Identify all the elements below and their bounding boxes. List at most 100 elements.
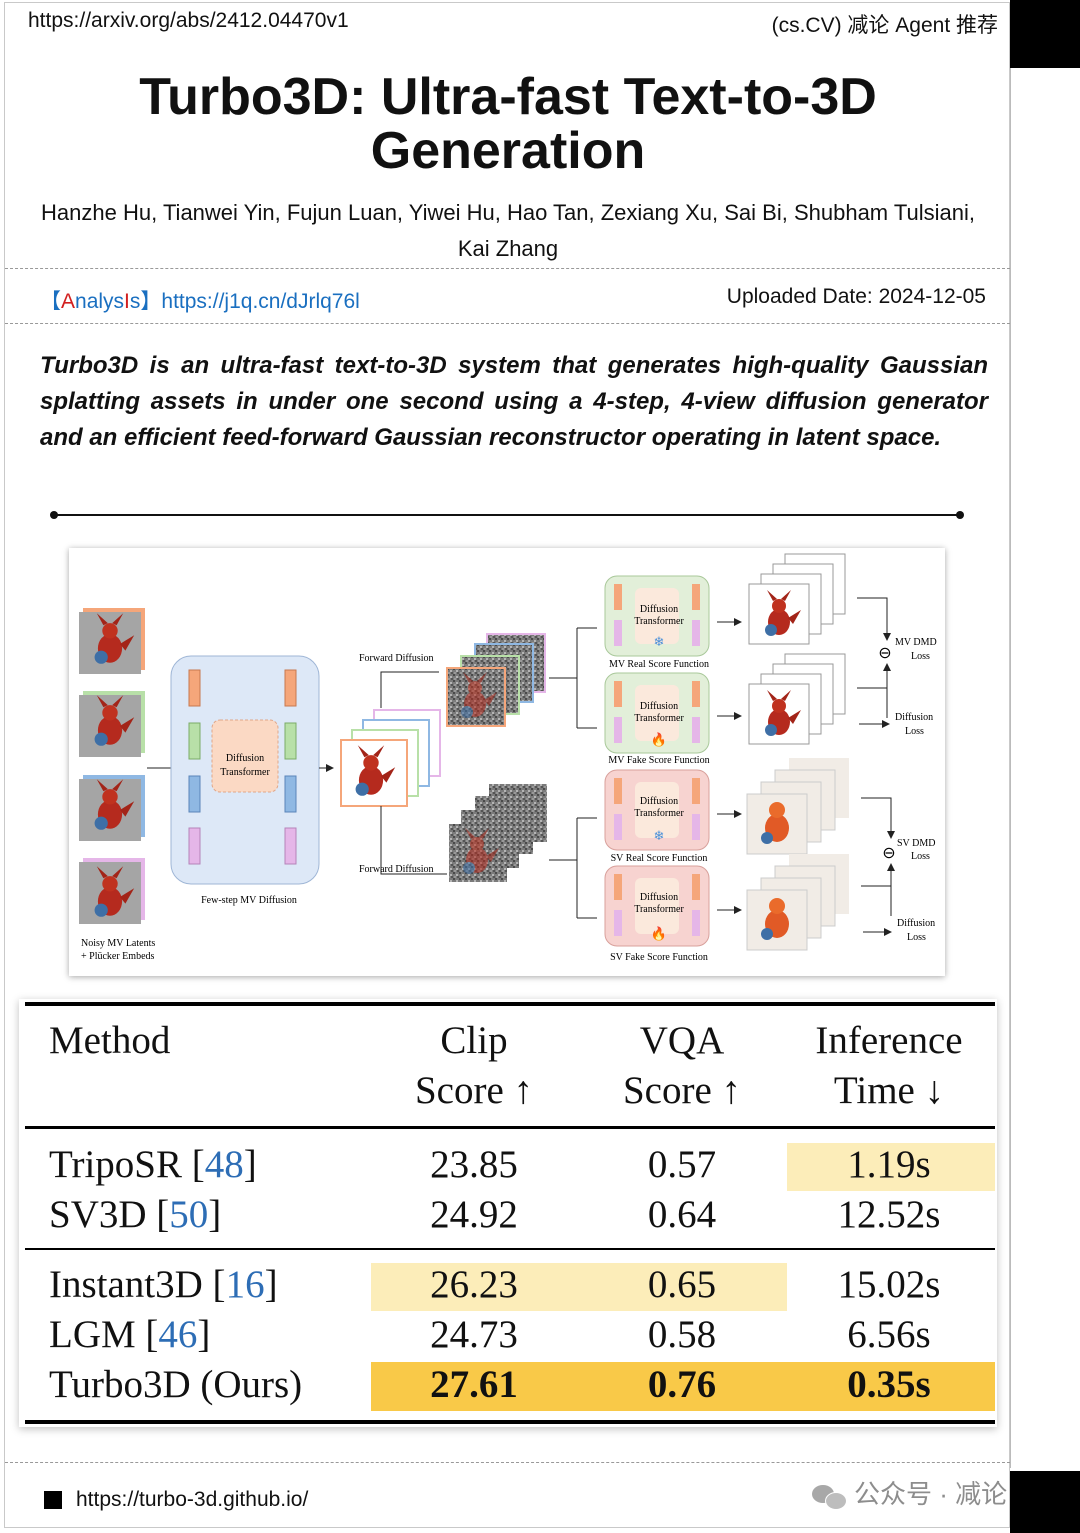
corner-block-top xyxy=(1010,0,1080,68)
sv-real-score-panel: Diffusion Transformer ❄ xyxy=(604,769,710,851)
svf-dt-1: Diffusion xyxy=(640,892,678,903)
generator-dit-box xyxy=(211,719,279,793)
sv-fake-label: SV Fake Score Function xyxy=(610,952,708,963)
architecture-diagram: Noisy MV Latents + Plücker Embeds Diffus… xyxy=(79,553,937,963)
mv-minus-icon: ⊖ xyxy=(878,645,891,662)
table-cell-vqa: 0.58 xyxy=(647,1313,717,1356)
mvf-dt-1: Diffusion xyxy=(640,701,678,712)
wechat-watermark: 公众号 · 减论 xyxy=(812,1474,1007,1511)
fire-icon: 🔥 xyxy=(651,732,667,747)
mv-diffusion-loss-2: Loss xyxy=(905,726,924,737)
sv-real-label: SV Real Score Function xyxy=(611,853,708,864)
generated-views xyxy=(340,709,441,807)
gen-dt-2: Transformer xyxy=(220,767,270,778)
sv-minus-icon: ⊖ xyxy=(882,845,895,862)
category-label: (cs.CV) 减论 Agent 推荐 xyxy=(771,14,998,37)
table-cell-clip: 24.73 xyxy=(430,1313,518,1356)
table-mid-rule xyxy=(25,1248,995,1250)
analysis-bracket-open: 【 xyxy=(40,290,61,313)
table-cell-clip: 27.61 xyxy=(430,1363,518,1406)
paper-summary: Turbo3D is an ultra-fast text-to-3D syst… xyxy=(40,352,988,451)
mv-real-score-panel: Diffusion Transformer ❄ xyxy=(604,575,710,657)
highlight-best-time-baseline xyxy=(787,1143,995,1191)
snowflake-icon: ❄ xyxy=(654,634,665,649)
citation-link[interactable]: 48 xyxy=(204,1143,244,1186)
table-row-method: TripoSR [48] xyxy=(49,1143,257,1186)
noised-views-lower xyxy=(449,784,547,882)
forward-diffusion-upper: Forward Diffusion xyxy=(359,653,434,664)
uploaded-date: Uploaded Date: 2024-12-05 xyxy=(726,285,986,308)
mv-fake-output xyxy=(748,653,846,745)
table-bottom-rule xyxy=(25,1420,995,1424)
results-table: Method Clip Score ↑ VQA Score ↑ Inferenc… xyxy=(19,999,997,1427)
side-rule xyxy=(1010,68,1011,1468)
sv-fake-output xyxy=(746,854,849,951)
sv-dmd-loss: Loss xyxy=(911,851,930,862)
mvr-dt-1: Diffusion xyxy=(640,604,678,615)
sv-dmd-label: SV DMD xyxy=(897,838,935,849)
architecture-figure: Noisy MV Latents + Plücker Embeds Diffus… xyxy=(69,548,945,976)
table-cell-vqa: 0.65 xyxy=(647,1263,717,1306)
dashed-divider xyxy=(5,323,1010,324)
header-vqa-2: Score ↑ xyxy=(622,1069,742,1112)
generator-token-stacks xyxy=(188,669,297,865)
sv-fake-score-panel: Diffusion Transformer 🔥 xyxy=(604,865,710,947)
mv-dmd-label: MV DMD xyxy=(895,637,937,648)
table-top-rule xyxy=(25,1002,995,1006)
mvr-dt-2: Transformer xyxy=(634,616,684,627)
analysis-mid: nalys xyxy=(75,290,125,313)
header-inference-1: Inference xyxy=(815,1019,963,1062)
dashed-divider xyxy=(5,268,1010,269)
table-cell-time: 0.35s xyxy=(847,1363,931,1406)
header-vqa-1: VQA xyxy=(639,1019,725,1062)
arxiv-url-link[interactable]: https://arxiv.org/abs/2412.04470v1 xyxy=(28,9,349,32)
analysis-bracket-close: s】 xyxy=(129,290,162,313)
fire-icon: 🔥 xyxy=(651,926,667,941)
sv-diffusion-loss-1: Diffusion xyxy=(897,918,935,929)
table-cell-time: 6.56s xyxy=(847,1313,931,1356)
section-divider xyxy=(50,511,964,519)
citation-link[interactable]: 50 xyxy=(169,1193,209,1236)
sv-real-output xyxy=(746,758,849,855)
svr-dt-1: Diffusion xyxy=(640,796,678,807)
table-cell-time: 12.52s xyxy=(837,1193,941,1236)
table-row-method: Instant3D [16] xyxy=(49,1263,278,1306)
table-cell-time: 15.02s xyxy=(837,1263,941,1306)
mv-real-label: MV Real Score Function xyxy=(609,659,709,670)
header-clip-1: Clip xyxy=(440,1019,508,1062)
highlight-second-best xyxy=(371,1263,787,1311)
highlight-ours xyxy=(371,1362,995,1411)
corner-block-bottom xyxy=(1010,1471,1080,1533)
table-cell-vqa: 0.57 xyxy=(647,1143,717,1186)
gen-dt-1: Diffusion xyxy=(226,753,264,764)
analysis-letter-i: I xyxy=(124,290,130,313)
analysis-letter-a: A xyxy=(61,290,76,313)
table-cell-time: 1.19s xyxy=(847,1143,931,1186)
noisy-label-1: Noisy MV Latents xyxy=(81,938,155,949)
table-cell-vqa: 0.64 xyxy=(647,1193,717,1236)
forward-diffusion-lower: Forward Diffusion xyxy=(359,864,434,875)
citation-link[interactable]: 46 xyxy=(158,1313,198,1356)
analysis-url[interactable]: https://j1q.cn/dJrlq76l xyxy=(161,290,360,313)
paper-title: Turbo3D: Ultra-fast Text-to-3D Generatio… xyxy=(139,68,877,180)
analysis-link[interactable]: 【AnalysIs】https://j1q.cn/dJrlq76l xyxy=(40,285,360,315)
table-cell-clip: 24.92 xyxy=(430,1193,518,1236)
input-view-3 xyxy=(79,775,145,841)
wechat-icon xyxy=(812,1483,847,1511)
mv-dmd-loss: Loss xyxy=(911,651,930,662)
citation-link[interactable]: 16 xyxy=(225,1263,265,1306)
table-cell-clip: 26.23 xyxy=(430,1263,518,1306)
few-step-label: Few-step MV Diffusion xyxy=(201,895,297,906)
noised-views-upper xyxy=(446,633,546,727)
input-view-1 xyxy=(79,608,145,674)
page-frame xyxy=(4,2,1010,1528)
table-header-rule xyxy=(25,1126,995,1129)
mv-fake-score-panel: Diffusion Transformer 🔥 xyxy=(604,672,710,754)
svr-dt-2: Transformer xyxy=(634,808,684,819)
mv-fake-label: MV Fake Score Function xyxy=(608,755,709,766)
project-url-link[interactable]: https://turbo-3d.github.io/ xyxy=(76,1488,309,1511)
svf-dt-2: Transformer xyxy=(634,904,684,915)
mvf-dt-2: Transformer xyxy=(634,713,684,724)
mv-real-output xyxy=(748,553,846,645)
table-row-method: SV3D [50] xyxy=(49,1193,222,1236)
